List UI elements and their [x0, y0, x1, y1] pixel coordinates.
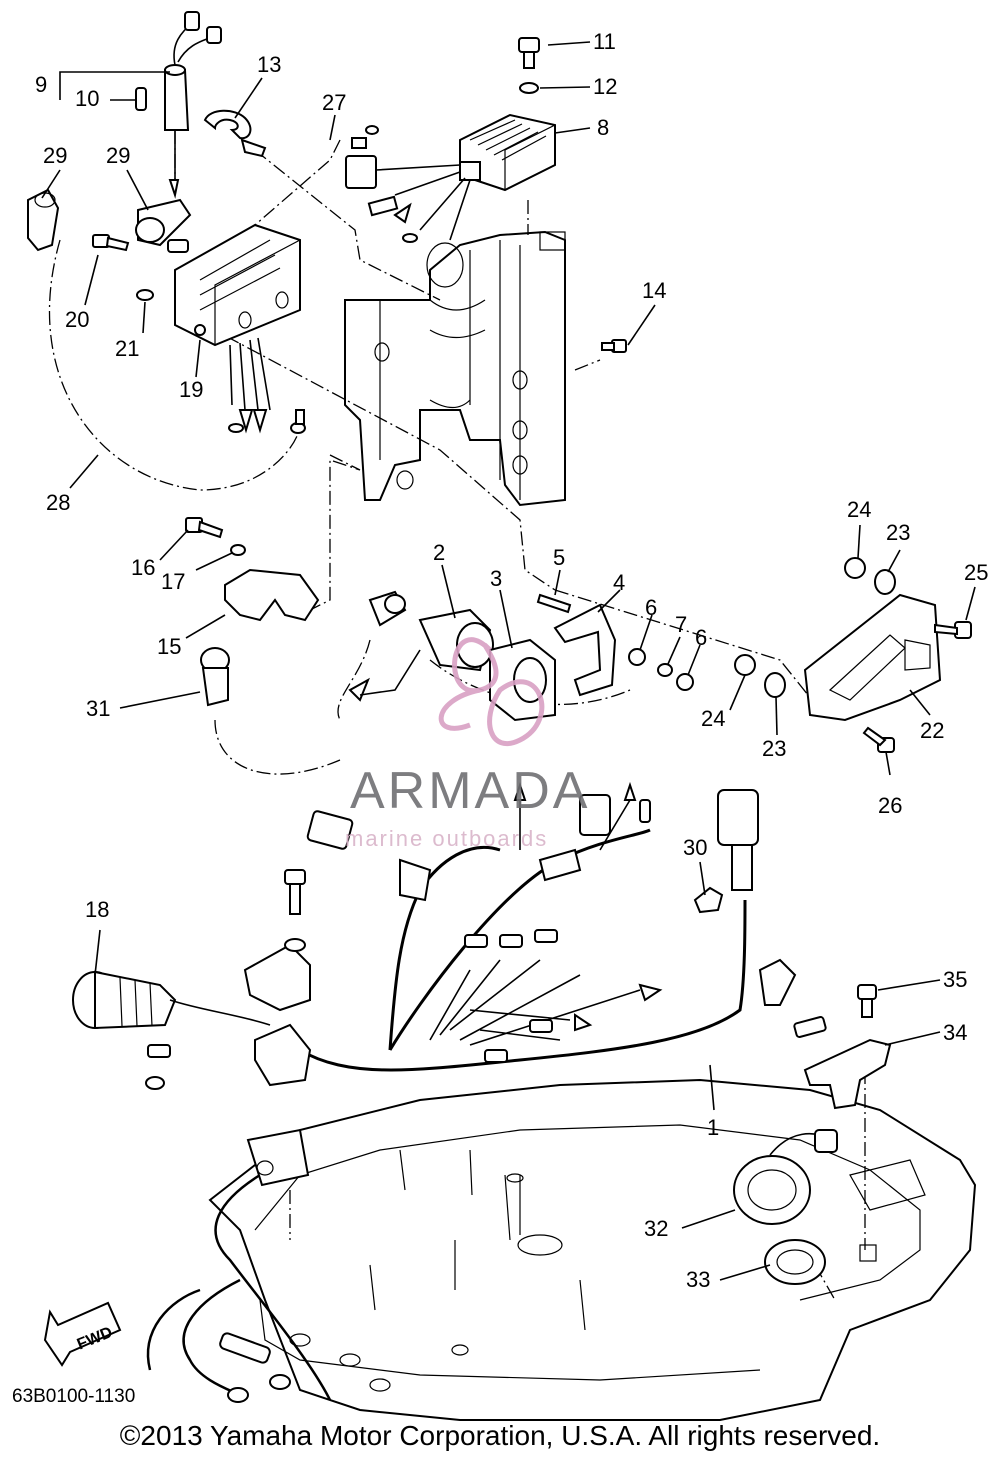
part-fuse-holder-9: [164, 11, 222, 199]
part-grommet-23-bottom: [764, 672, 786, 698]
fwd-arrow: FWD: [43, 1301, 122, 1367]
part-bolt-20: [92, 234, 130, 252]
callout-15: 15: [157, 634, 181, 659]
watermark-logo-mark: [438, 637, 545, 747]
callout-21: 21: [115, 336, 139, 361]
callout-12: 12: [593, 74, 617, 99]
callout-9: 9: [35, 72, 47, 97]
callout-29-right: 29: [106, 143, 130, 168]
callout-14: 14: [642, 278, 666, 303]
part-bolt-25: [934, 621, 972, 639]
part-bolt-16: [185, 517, 224, 539]
part-lead-wires-27: [345, 125, 471, 243]
part-clamp-13: [203, 109, 252, 140]
part-sensor-2: [348, 590, 494, 702]
callout-16: 16: [131, 555, 155, 580]
part-cdi-unit-19: [167, 223, 306, 434]
part-fuse-10: [135, 87, 147, 111]
callout-17: 17: [161, 569, 185, 594]
part-switch-18: [72, 970, 271, 1090]
callout-2: 2: [433, 540, 445, 565]
callout-23-top: 23: [886, 520, 910, 545]
callout-13: 13: [257, 52, 281, 77]
callout-25: 25: [964, 560, 988, 585]
watermark: ARMADA marine outboards: [345, 637, 590, 851]
callout-30: 30: [683, 835, 707, 860]
part-rectifier-regulator-8: [459, 113, 556, 192]
part-bracket-22: [803, 593, 942, 722]
callout-23-bottom: 23: [762, 736, 786, 761]
callout-6-right: 6: [695, 625, 707, 650]
callout-28: 28: [46, 490, 70, 515]
part-grommet-33-hole: [776, 1249, 814, 1275]
part-cap-31: [200, 647, 230, 707]
part-screw-14: [601, 339, 627, 353]
part-plug-32: [733, 1129, 838, 1225]
part-grommet-33: [764, 1239, 826, 1285]
diagram-code: 63B0100-1130: [12, 1386, 135, 1407]
callout-24-top: 24: [847, 497, 871, 522]
part-cap-harness: [758, 958, 827, 1038]
callout-19: 19: [179, 377, 203, 402]
callout-32: 32: [644, 1216, 668, 1241]
callout-24-bottom: 24: [701, 706, 725, 731]
callout-22: 22: [920, 718, 944, 743]
callout-4: 4: [613, 570, 625, 595]
callout-20: 20: [65, 307, 89, 332]
part-wire-harness-1: [299, 781, 747, 1072]
part-cap-29-left: [27, 188, 60, 252]
part-collar-24-bottom: [734, 654, 756, 676]
part-clamp-13-end: [240, 138, 267, 158]
part-battery-cable-28: [146, 1128, 332, 1403]
part-mount-bracket: [243, 869, 312, 1087]
callout-35: 35: [943, 967, 967, 992]
part-plate-4: [553, 603, 617, 697]
part-screw-35: [857, 984, 877, 1018]
callout-leaders: [41, 41, 976, 1281]
part-nut-6-right: [676, 673, 694, 691]
part-washer-17: [230, 544, 246, 556]
part-grommet-23-top: [874, 569, 896, 595]
callout-5: 5: [553, 545, 565, 570]
copyright-notice: ©2013 Yamaha Motor Corporation, U.S.A. A…: [119, 1420, 881, 1451]
engine-bracket: [344, 230, 566, 507]
part-washer-21: [136, 289, 154, 301]
watermark-name: ARMADA: [350, 762, 590, 820]
watermark-tagline: marine outboards: [345, 826, 548, 851]
callout-34: 34: [943, 1020, 967, 1045]
part-clip-30: [693, 886, 724, 914]
part-clip-34: [803, 1038, 892, 1110]
part-holder-15: [224, 568, 320, 622]
callout-numbers: 1 2 3 4 5 6 7 6 8 9 10 11 12 13 14 15 16…: [35, 29, 988, 1292]
part-nut-6-left: [628, 648, 646, 666]
part-bolt-11: [518, 37, 540, 69]
part-cap-30: [717, 789, 759, 891]
callout-33: 33: [686, 1267, 710, 1292]
callout-3: 3: [490, 566, 502, 591]
callout-26: 26: [878, 793, 902, 818]
callout-6-left: 6: [645, 595, 657, 620]
callout-27: 27: [322, 90, 346, 115]
part-bracket-22-inner: [828, 634, 931, 701]
callout-31: 31: [86, 696, 110, 721]
part-bolt-26: [862, 726, 895, 753]
part-washer-12: [519, 82, 539, 94]
callout-29-left: 29: [43, 143, 67, 168]
callout-18: 18: [85, 897, 109, 922]
part-cap-29-right: [135, 198, 192, 247]
part-collar-24-top: [844, 557, 866, 579]
part-stud-bolt-5: [536, 593, 572, 614]
callout-10: 10: [75, 86, 99, 111]
callout-11: 11: [593, 29, 616, 54]
callout-1: 1: [707, 1115, 719, 1140]
callout-7: 7: [675, 612, 687, 637]
callout-8: 8: [597, 115, 609, 140]
lower-cowling: [208, 1078, 977, 1421]
part-washer-7: [657, 663, 673, 677]
